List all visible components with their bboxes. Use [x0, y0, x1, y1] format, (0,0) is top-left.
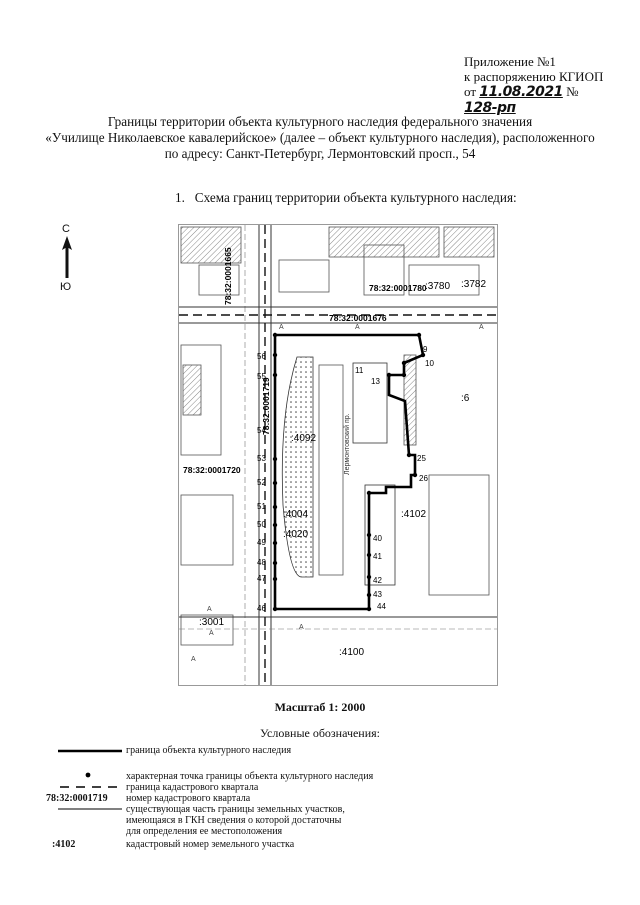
- street-label: Лермонтовский пр.: [343, 413, 351, 475]
- legend-text: имеющаяся в ГКН сведения о которой доста…: [126, 815, 342, 826]
- svg-text:A: A: [355, 324, 360, 331]
- point-label: 56: [257, 352, 266, 361]
- map-scale: Масштаб 1: 2000: [274, 700, 366, 714]
- point-label: 44: [377, 602, 386, 611]
- parcel-label: :4092: [291, 433, 316, 444]
- north-arrow-icon: [62, 236, 72, 278]
- point-label: 9: [423, 345, 428, 354]
- legend-text: характерная точка границы объекта культу…: [126, 771, 374, 782]
- svg-text:A: A: [191, 656, 196, 663]
- parcel-label: :4004: [283, 509, 308, 520]
- parcel-code-symbol: :4102: [52, 839, 76, 850]
- point-label: 26: [419, 474, 428, 483]
- appendix-date-line: от 11.08.2021 № 128-рп: [464, 84, 614, 116]
- section-heading-text: Схема границ территории объекта культурн…: [194, 190, 517, 205]
- legend-text: граница кадастрового квартала: [126, 782, 259, 793]
- compass-north: С: [62, 223, 70, 235]
- section-number: 1.: [175, 190, 185, 205]
- cadastral-map: 9 10 11 13 25 26 40 41 42 43 44 46 47 48…: [178, 224, 498, 686]
- parcel-label: :3782: [461, 279, 486, 290]
- title-line1: Границы территории объекта культурного н…: [107, 114, 533, 129]
- legend-text: кадастровый номер земельного участка: [126, 839, 295, 850]
- appendix-line1: Приложение №1: [464, 54, 556, 69]
- point-label: 11: [355, 366, 364, 375]
- quarter-label: 78:32:0001780: [369, 283, 427, 293]
- appendix-prefix: от: [464, 84, 477, 99]
- parcel-label: :3780: [425, 281, 450, 292]
- compass-south: Ю: [60, 281, 72, 293]
- boundary-line-symbol: [58, 749, 122, 753]
- legend-text: существующая часть границы земельных уча…: [126, 804, 345, 815]
- parcel-label: :3001: [199, 617, 224, 628]
- quarter-label: 78:32:0001676: [329, 313, 387, 323]
- document-title: Границы территории объекта культурного н…: [40, 114, 600, 162]
- appendix-date: 11.08.2021: [479, 84, 563, 100]
- point-label: 47: [257, 574, 266, 583]
- title-line2: «Училище Николаевское кавалерийское» (да…: [45, 130, 595, 145]
- quarter-label: 78:32:0001719: [261, 377, 271, 435]
- point-label: 10: [425, 359, 434, 368]
- svg-text:A: A: [479, 324, 484, 331]
- quarter-label: 78:32:0001665: [223, 247, 233, 305]
- svg-text:A: A: [207, 606, 212, 613]
- legend-title: Условные обозначения:: [259, 726, 381, 740]
- appendix-number: 128-рп: [464, 100, 516, 116]
- parcel-label: :6: [461, 393, 470, 404]
- point-symbol: [85, 772, 91, 778]
- point-label: 50: [257, 520, 266, 529]
- point-label: 25: [417, 454, 426, 463]
- parcel-boundary-symbol: [58, 808, 122, 810]
- appendix-line2: к распоряжению КГИОП: [464, 69, 604, 84]
- point-label: 52: [257, 478, 266, 487]
- appendix-number-sign: №: [566, 84, 579, 99]
- appendix-header: Приложение №1 к распоряжению КГИОП от 11…: [464, 54, 614, 116]
- point-label: 41: [373, 552, 382, 561]
- quarter-code-symbol: 78:32:0001719: [46, 793, 108, 804]
- point-label: 46: [257, 604, 266, 613]
- point-label: 40: [373, 534, 382, 543]
- point-label: 48: [257, 558, 266, 567]
- point-label: 13: [371, 377, 380, 386]
- parcel-label: :4100: [339, 647, 364, 658]
- parcel-label: :4102: [401, 509, 426, 520]
- legend-text: номер кадастрового квартала: [126, 793, 251, 804]
- quarter-boundary-symbol: [60, 786, 122, 788]
- point-label: 53: [257, 454, 266, 463]
- point-label: 55: [257, 372, 266, 381]
- point-label: 51: [257, 502, 266, 511]
- title-line3: по адресу: Санкт-Петербург, Лермонтовски…: [164, 146, 476, 161]
- section-heading: 1. Схема границ территории объекта культ…: [175, 190, 517, 206]
- quarter-label: 78:32:0001720: [183, 465, 241, 475]
- svg-text:A: A: [279, 324, 284, 331]
- svg-text:A: A: [299, 624, 304, 631]
- legend-text: для определения ее местоположения: [126, 826, 283, 837]
- point-label: 42: [373, 576, 382, 585]
- point-label: 54: [257, 426, 266, 435]
- svg-text:A: A: [209, 630, 214, 637]
- point-label: 43: [373, 590, 382, 599]
- parcel-label: :4020: [283, 529, 308, 540]
- compass: С Ю: [56, 223, 80, 295]
- legend-text: граница объекта культурного наследия: [126, 745, 292, 756]
- point-label: 49: [257, 538, 266, 547]
